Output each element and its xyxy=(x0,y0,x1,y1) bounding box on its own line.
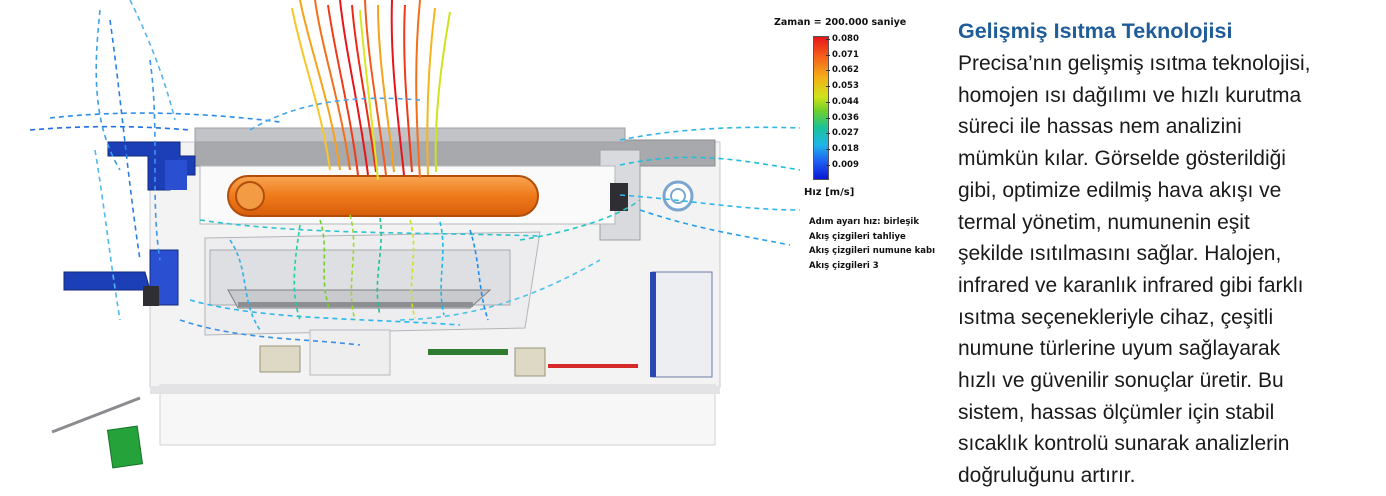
article-line: ısıtma seçenekleriyle cihaz, çeşitli xyxy=(958,305,1274,329)
article-line: doğruluğunu artırır. xyxy=(958,464,1136,488)
article-line: sıcaklık kontrolü sunarak analizlerin xyxy=(958,432,1290,456)
velocity-legend: Zaman = 200.000 saniye 0.080 0.071 0.062… xyxy=(760,14,960,284)
colorbar-tick: 0.009 xyxy=(826,160,859,170)
article-line: homojen ısı dağılımı ve hızlı kurutma xyxy=(958,83,1302,107)
cool-air-streamlines xyxy=(29,0,801,346)
article-line: Precisa’nın gelişmiş ısıtma teknolojisi, xyxy=(958,52,1311,75)
colorbar-tick: 0.071 xyxy=(826,50,859,60)
legend-notes: Adım ayarı hız: birleşik Akış çizgileri … xyxy=(809,215,935,274)
legend-note: Akış çizgileri numune kabı xyxy=(809,246,935,257)
velocity-unit-label: Hız [m/s] xyxy=(804,187,855,198)
colorbar-tick: 0.018 xyxy=(826,144,859,154)
article-line: sistem, hassas ölçümler için stabil xyxy=(958,400,1275,424)
article-line: şekilde ısıtılmasını sağlar. Halojen, xyxy=(958,242,1282,266)
colorbar-tick: 0.053 xyxy=(826,81,859,91)
article-line: mümkün kılar. Görselde gösterildiği xyxy=(958,147,1286,171)
time-label: Zaman = 200.000 saniye xyxy=(774,17,907,28)
colorbar-tick: 0.044 xyxy=(826,97,859,107)
hot-air-plume-streamlines xyxy=(291,0,451,181)
article-line: infrared ve karanlık infrared gibi farkl… xyxy=(958,273,1304,297)
article-line: termal yönetim, numunenin eşit xyxy=(958,210,1250,234)
article-line: numune türlerine uyum sağlayarak xyxy=(958,337,1281,361)
article-line: süreci ile hassas nem analizini xyxy=(958,115,1242,139)
colorbar-tick: 0.062 xyxy=(826,65,859,75)
velocity-colorbar xyxy=(813,36,829,180)
colorbar-tick: 0.036 xyxy=(826,113,859,123)
legend-note: Adım ayarı hız: birleşik xyxy=(809,217,919,227)
legend-note: Akış çizgileri 3 xyxy=(809,261,879,272)
legend-note: Akış çizgileri tahliye xyxy=(809,231,906,242)
article-text-panel: Gelişmiş Isıtma Teknolojisi Precisa’nın … xyxy=(958,15,1378,492)
chamber-streamlines xyxy=(229,214,489,331)
article-heading: Gelişmiş Isıtma Teknolojisi xyxy=(958,19,1233,43)
colorbar-tick: 0.027 xyxy=(826,128,859,138)
airflow-simulation-diagram xyxy=(29,0,801,469)
article-line: hızlı ve güvenilir sonuçlar üretir. Bu xyxy=(958,369,1284,393)
colorbar-tick: 0.080 xyxy=(826,34,859,44)
halogen-heater-rod xyxy=(227,175,539,217)
article-line: gibi, optimize edilmiş hava akışı ve xyxy=(958,178,1282,202)
